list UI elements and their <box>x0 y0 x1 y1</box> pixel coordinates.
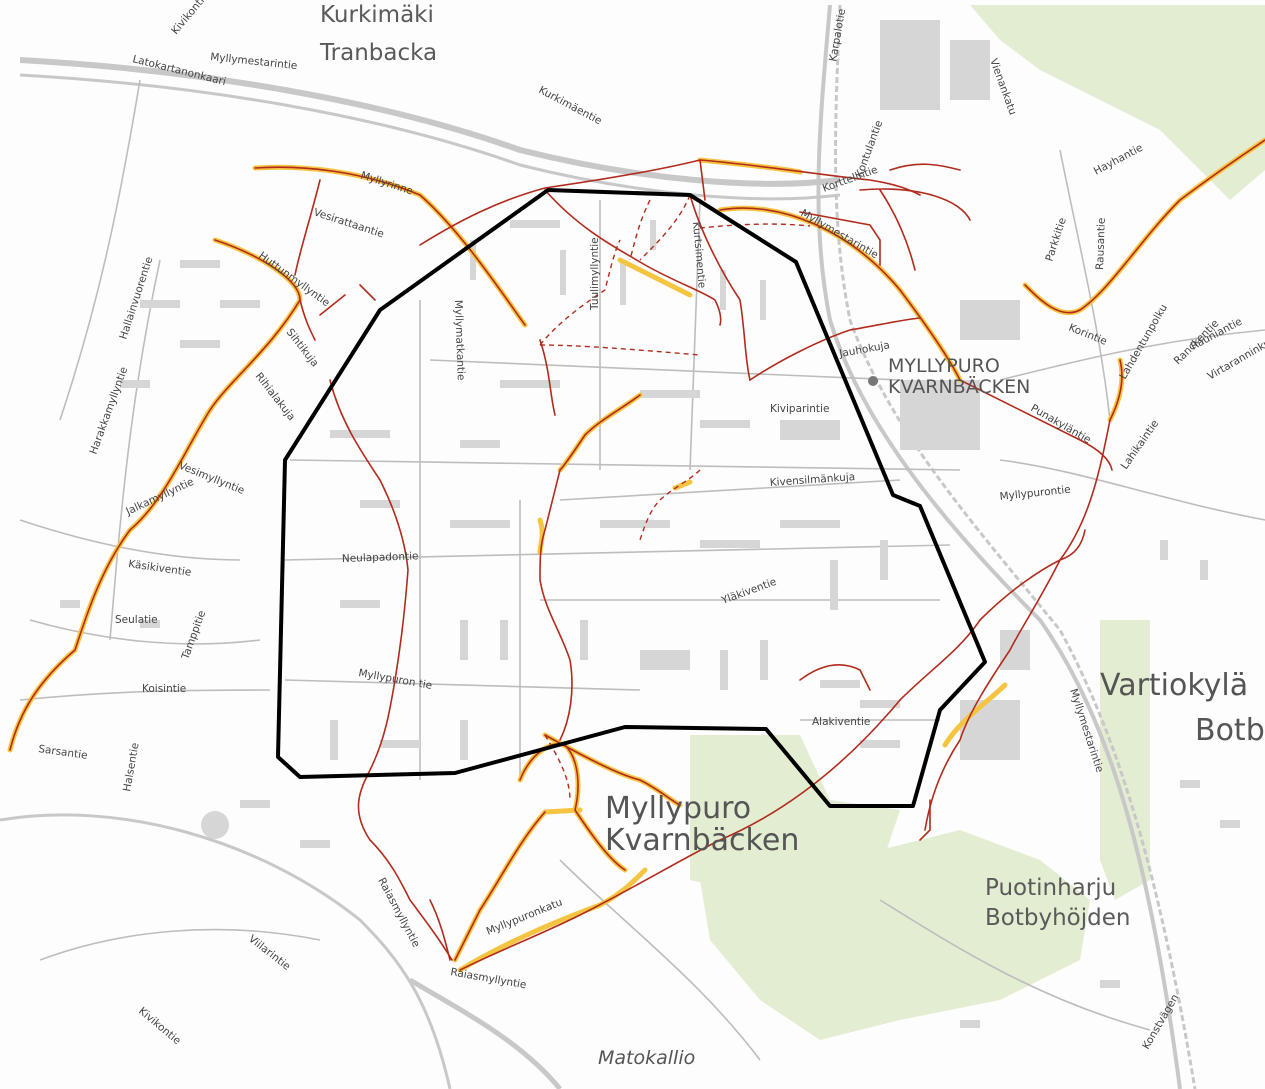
street-label: Kiviparintie <box>770 403 829 415</box>
highlight-south-2 <box>457 867 648 973</box>
red-network <box>9 139 1265 971</box>
street-label: Myllymatkantie <box>452 300 467 381</box>
street-label: Neulapadontie <box>342 550 419 565</box>
street-label: Rausantie <box>1094 217 1108 270</box>
ring-road-east <box>816 4 1182 1089</box>
ring-road-southwest <box>0 813 452 1089</box>
park-east-strip <box>1100 620 1150 900</box>
street-label: Seulatie <box>115 614 158 626</box>
label-botbyhojden: Botbyhöjden <box>985 905 1130 931</box>
park-northeast <box>970 5 1265 200</box>
highlight-southeast <box>942 682 1008 748</box>
area-boundary <box>276 188 987 808</box>
label-myllypuro-upper: MYLLYPURO <box>888 355 1000 377</box>
park-southeast <box>700 830 1090 1040</box>
myllypuro-center-dot <box>868 376 878 386</box>
highlight-inner-north <box>617 257 693 298</box>
buildings <box>60 20 1240 1028</box>
label-myllypuro: Myllypuro <box>605 791 751 826</box>
street-label: Koisintie <box>142 683 186 695</box>
transport-corridors <box>0 4 1197 1089</box>
street-label: Kivensilmänkuja <box>769 471 855 489</box>
label-botby: Botby <box>1195 713 1265 748</box>
street-label: Tuulimyllyntie <box>589 237 601 311</box>
minor-streets <box>19 79 1265 1061</box>
label-kvarnbacken: Kvarnbäcken <box>605 823 799 858</box>
label-vartiokyla: Vartiokylä <box>1100 668 1248 703</box>
label-matokallio: Matokallio <box>598 1047 695 1069</box>
street-label: Kurtsimentie <box>690 221 708 288</box>
park-areas <box>690 5 1265 1040</box>
red-dashed-paths <box>539 194 811 801</box>
rail-south <box>408 977 562 1089</box>
label-kurkimaki: Kurkimäki <box>320 2 434 28</box>
label-puotinharju: Puotinharju <box>985 875 1116 901</box>
label-kvarnbacken-upper: KVARNBÄCKEN <box>888 375 1030 398</box>
street-label: Alakiventie <box>812 716 870 728</box>
motorway-north <box>19 57 841 187</box>
district-labels: Kurkimäki Tranbacka MYLLYPURO KVARNBÄCKE… <box>319 2 1265 1069</box>
rail-east <box>834 4 1197 1089</box>
motorway-north-2 <box>19 73 841 201</box>
highlight-south-loop-3 <box>542 807 583 815</box>
label-tranbacka: Tranbacka <box>319 40 437 66</box>
